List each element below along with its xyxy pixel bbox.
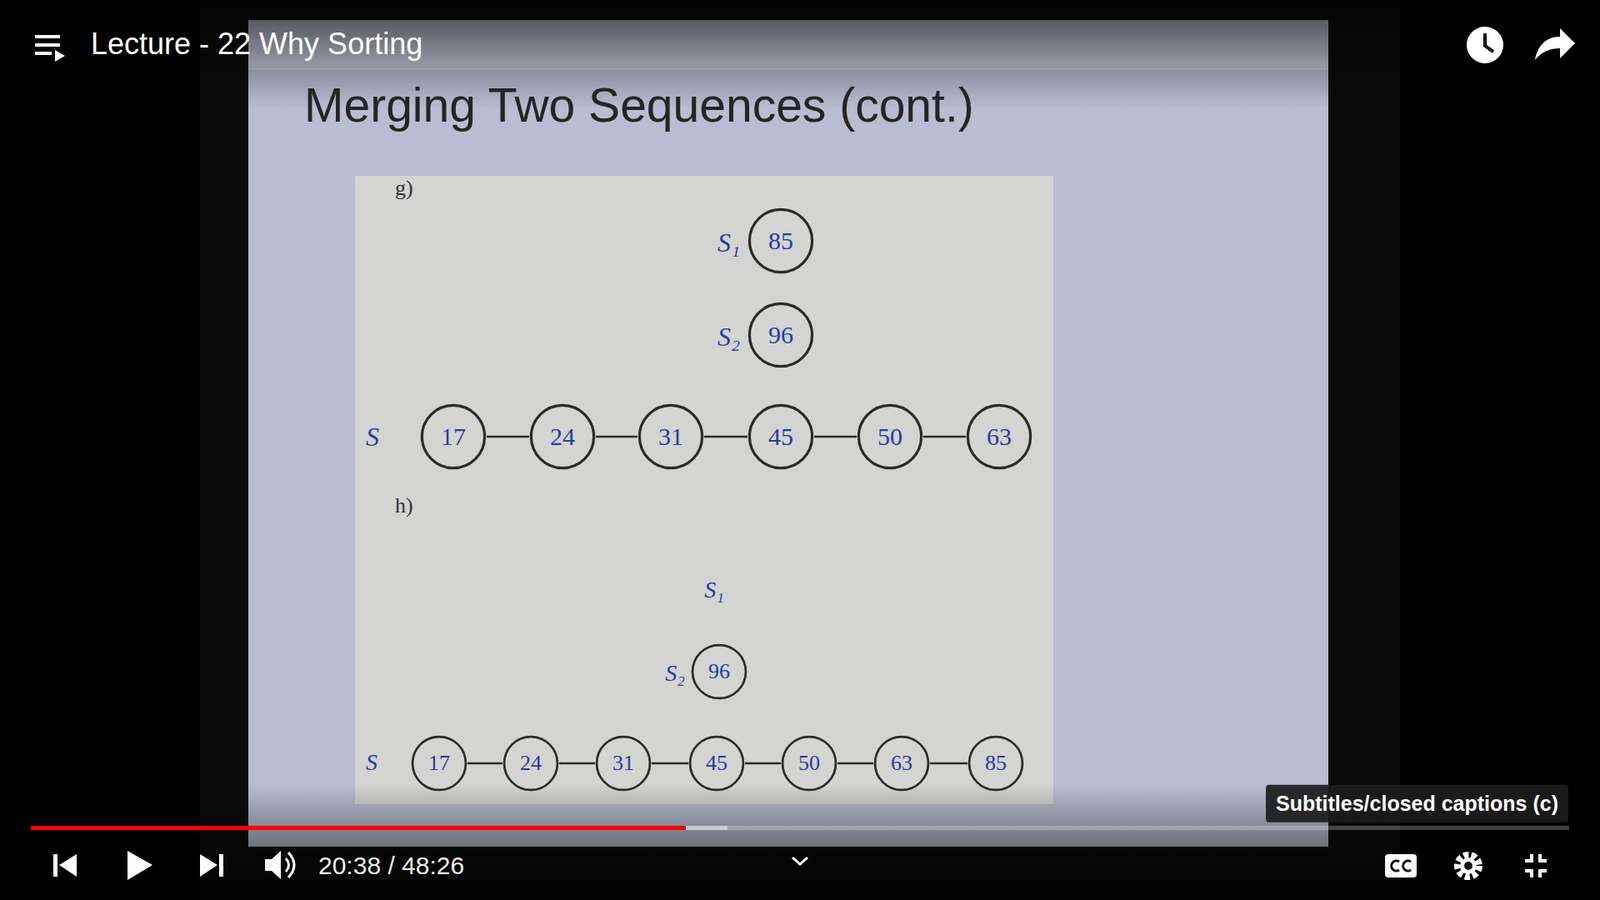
link-line [467, 763, 503, 765]
cc-icon [1385, 854, 1417, 878]
node-value: 24 [529, 403, 596, 470]
node-value: 96 [690, 643, 748, 700]
panel-label: h) [395, 493, 414, 519]
sequence-name: S [365, 749, 378, 776]
node-value: 85 [747, 207, 815, 275]
node-value: 31 [595, 735, 652, 792]
sequence-circle: 17 [420, 403, 487, 470]
sequence-circle: 63 [965, 403, 1033, 470]
sequence-circle: 45 [688, 735, 745, 792]
link-line [745, 763, 781, 765]
link-line [930, 763, 968, 765]
settings-icon [1457, 855, 1480, 877]
link-line [651, 763, 689, 765]
node-value: 96 [747, 301, 815, 369]
time-display: 20:38 / 48:26 [318, 851, 465, 881]
slide-title: Merging Two Sequences (cont.) [304, 79, 975, 132]
panel-label: g) [395, 175, 414, 201]
node-value: 85 [967, 735, 1025, 792]
node-value: 17 [410, 735, 468, 792]
sequence-circle: 96 [690, 643, 748, 700]
sequence-circle: 50 [780, 735, 838, 792]
node-value: 17 [420, 403, 487, 470]
node-value: 50 [856, 403, 924, 470]
chevron-icon [792, 857, 808, 865]
play-icon [127, 850, 153, 880]
link-line [814, 436, 857, 438]
clock-icon [1466, 26, 1504, 64]
video-title: Lecture - 22 Why Sorting [90, 26, 423, 61]
node-value: 31 [637, 403, 705, 470]
link-line [837, 763, 874, 765]
link-line [559, 763, 595, 765]
node-value: 63 [965, 403, 1033, 470]
sequence-circle: 96 [747, 301, 815, 369]
prev-icon [53, 854, 77, 877]
sequence-circle: 85 [747, 207, 815, 275]
sequence-name: S [365, 421, 380, 453]
link-line [486, 436, 530, 438]
node-value: 45 [688, 735, 745, 792]
link-line [704, 436, 748, 438]
sequence-circle: 85 [967, 735, 1025, 792]
sequence-circle: 31 [637, 403, 705, 470]
sequence-circle: 17 [410, 735, 468, 792]
sequence-name: S₁ [704, 576, 725, 604]
share-icon [1535, 28, 1575, 60]
sequence-circle: 45 [747, 403, 815, 470]
node-value: 50 [780, 735, 838, 792]
next-icon [200, 854, 224, 877]
node-value: 24 [502, 735, 560, 792]
sequence-circle: 24 [529, 403, 596, 470]
volume-icon [265, 850, 295, 880]
sequence-name: S₂ [665, 660, 685, 687]
link-line [923, 436, 966, 438]
sequence-circle: 63 [873, 735, 930, 792]
node-value: 45 [747, 403, 815, 470]
playlist-icon [35, 35, 65, 62]
fullscreen-exit-icon [1525, 854, 1547, 878]
link-line [595, 436, 638, 438]
sequence-circle: 50 [856, 403, 924, 470]
sequence-name: S₁ [717, 227, 740, 259]
tooltip: Subtitles/closed captions (c) [1265, 785, 1569, 823]
sequence-circle: 31 [595, 735, 652, 792]
sequence-name: S₂ [717, 321, 740, 353]
node-value: 63 [873, 735, 930, 792]
sequence-circle: 24 [502, 735, 560, 792]
